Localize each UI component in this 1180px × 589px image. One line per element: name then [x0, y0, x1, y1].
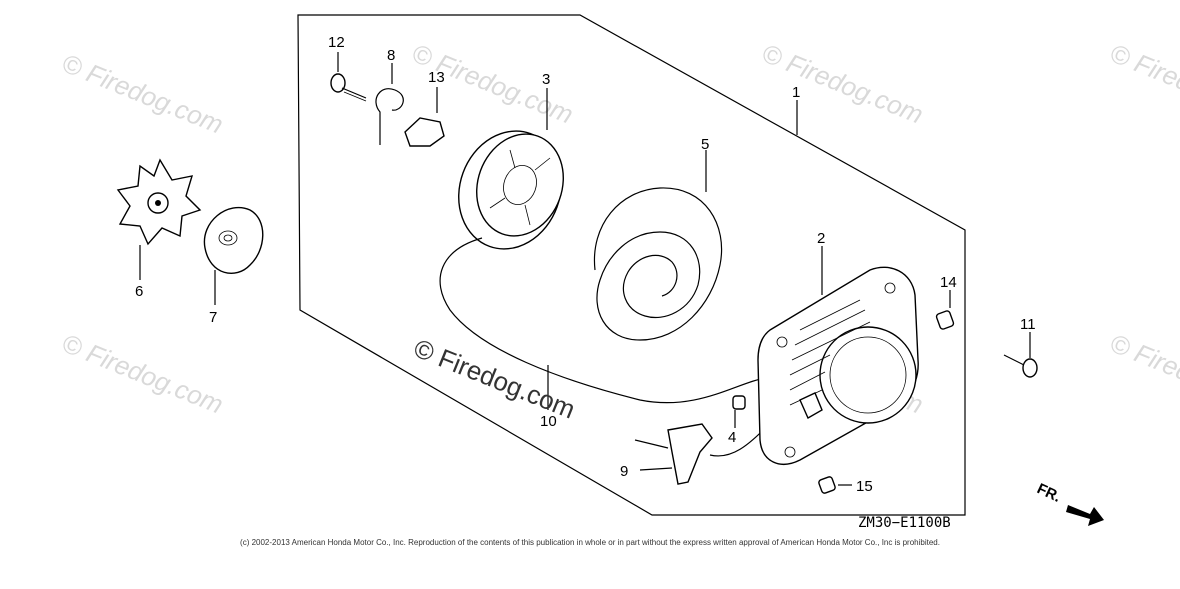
part-12-bolt [330, 52, 367, 102]
callout-3: 3 [542, 71, 550, 88]
callout-13: 13 [428, 69, 445, 86]
part-5-spring [593, 150, 723, 341]
watermark-text: © Firedog.com [1106, 38, 1180, 130]
callout-12: 12 [328, 34, 345, 51]
callout-8: 8 [387, 47, 395, 64]
assembly-frame [297, 14, 966, 516]
copyright-notice: (c) 2002-2013 American Honda Motor Co., … [240, 538, 940, 547]
watermark-text: © Firedog.com [58, 328, 228, 420]
diagram-code: ZM30−E1100B [858, 515, 951, 531]
callout-10: 10 [540, 413, 557, 430]
part-6-fan [116, 158, 202, 280]
part-3-reel [458, 88, 564, 250]
callout-9: 9 [620, 463, 628, 480]
part-11-bolt [1003, 332, 1038, 378]
callout-6: 6 [135, 283, 143, 300]
callout-1: 1 [792, 84, 800, 101]
part-4-collar [732, 395, 746, 428]
part-7-plate [203, 206, 264, 305]
part-13-ratchet [404, 87, 445, 147]
callout-11: 11 [1020, 316, 1036, 333]
part-8-clip [375, 63, 404, 145]
callout-14: 14 [940, 274, 957, 291]
watermark-text: © Firedog.com [1106, 328, 1180, 420]
callout-5: 5 [701, 136, 709, 153]
part-14-collar [935, 290, 955, 330]
arrow-icon [1066, 505, 1104, 526]
part-15-collar [818, 476, 852, 494]
direction-label: FR. [1034, 480, 1063, 506]
watermark-text: © Firedog.com [758, 38, 928, 130]
callout-2: 2 [817, 230, 825, 247]
part-9-grip [634, 423, 713, 485]
part-2-housing [757, 246, 919, 465]
watermark-text: © Firedog.com [58, 48, 228, 140]
front-direction-indicator: FR. [1034, 480, 1104, 526]
callout-7: 7 [209, 309, 217, 326]
callout-4: 4 [728, 429, 736, 446]
part-10-rope [439, 237, 786, 457]
callout-15: 15 [856, 478, 873, 495]
